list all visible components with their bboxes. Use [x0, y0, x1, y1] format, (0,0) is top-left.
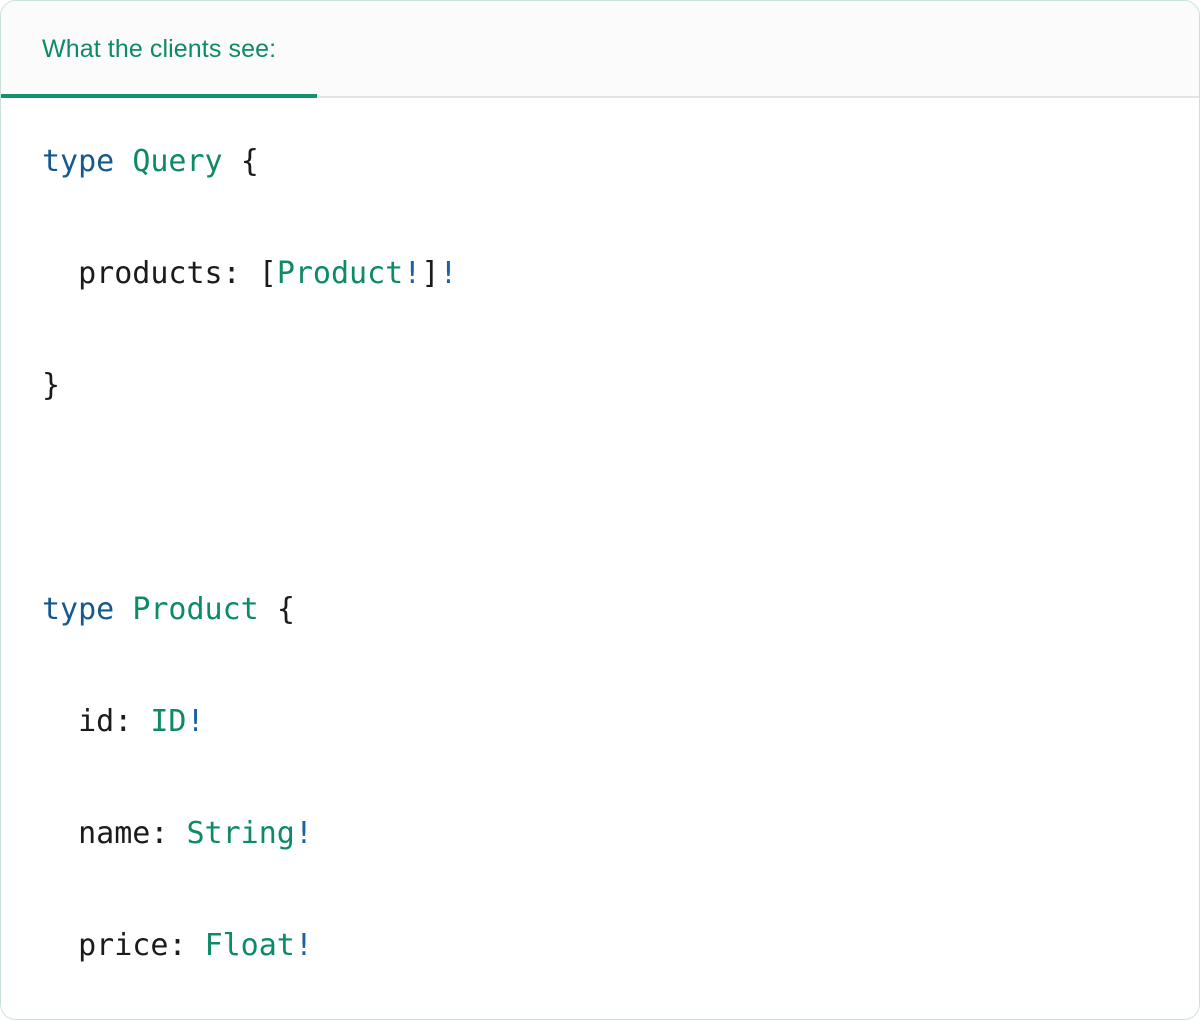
code-line: products: [Product!]!: [42, 246, 1158, 302]
code-token-punct: :: [168, 928, 205, 963]
code-line: }: [42, 358, 1158, 414]
code-line: name: String!: [42, 806, 1158, 862]
code-token-type: String: [186, 816, 295, 851]
code-line: price: Float!: [42, 918, 1158, 974]
code-line: id: ID!: [42, 694, 1158, 750]
code-token-plain: [259, 592, 277, 627]
code-token-field: products: [78, 256, 223, 291]
tab-label: What the clients see:: [42, 35, 277, 63]
code-token-kw: type: [42, 592, 115, 627]
code-token-type: Product: [132, 592, 259, 627]
code-token-bang: !: [186, 704, 205, 739]
code-token-plain: [42, 816, 78, 851]
code-token-plain: [42, 928, 78, 963]
code-token-plain: [223, 144, 241, 179]
code-token-punct: ]: [421, 256, 440, 291]
code-token-punct: [: [258, 256, 277, 291]
code-root: type Query { products: [Product!]! } typ…: [42, 134, 1158, 1019]
code-line: type Query {: [42, 134, 1158, 190]
code-token-bang: !: [439, 256, 458, 291]
graphql-schema-code[interactable]: type Query { products: [Product!]! } typ…: [42, 134, 1158, 1019]
code-token-field: id: [78, 704, 115, 739]
code-token-punct: :: [114, 704, 151, 739]
tab-what-the-clients-see[interactable]: What the clients see:: [1, 1, 318, 98]
code-token-type: Product: [276, 256, 404, 291]
code-token-plain: [42, 256, 78, 291]
code-token-bang: !: [294, 928, 313, 963]
code-line: [42, 470, 1158, 526]
code-token-punct: :: [150, 816, 187, 851]
code-line: type Product {: [42, 582, 1158, 638]
tab-bar: What the clients see:: [1, 1, 1199, 98]
code-token-punct: :: [222, 256, 259, 291]
code-token-type: ID: [150, 704, 187, 739]
code-token-plain: [114, 144, 132, 179]
code-token-kw: type: [42, 144, 115, 179]
code-token-plain: [114, 592, 132, 627]
code-token-bang: !: [294, 816, 313, 851]
code-token-punct: }: [42, 368, 61, 403]
code-token-field: price: [78, 928, 169, 963]
code-token-field: name: [78, 816, 151, 851]
code-token-bang: !: [403, 256, 422, 291]
code-token-type: Query: [132, 144, 223, 179]
code-token-plain: [42, 704, 78, 739]
code-token-type: Float: [204, 928, 295, 963]
code-token-punct: {: [240, 144, 259, 179]
code-panel: type Query { products: [Product!]! } typ…: [1, 98, 1199, 1019]
code-token-punct: {: [276, 592, 295, 627]
